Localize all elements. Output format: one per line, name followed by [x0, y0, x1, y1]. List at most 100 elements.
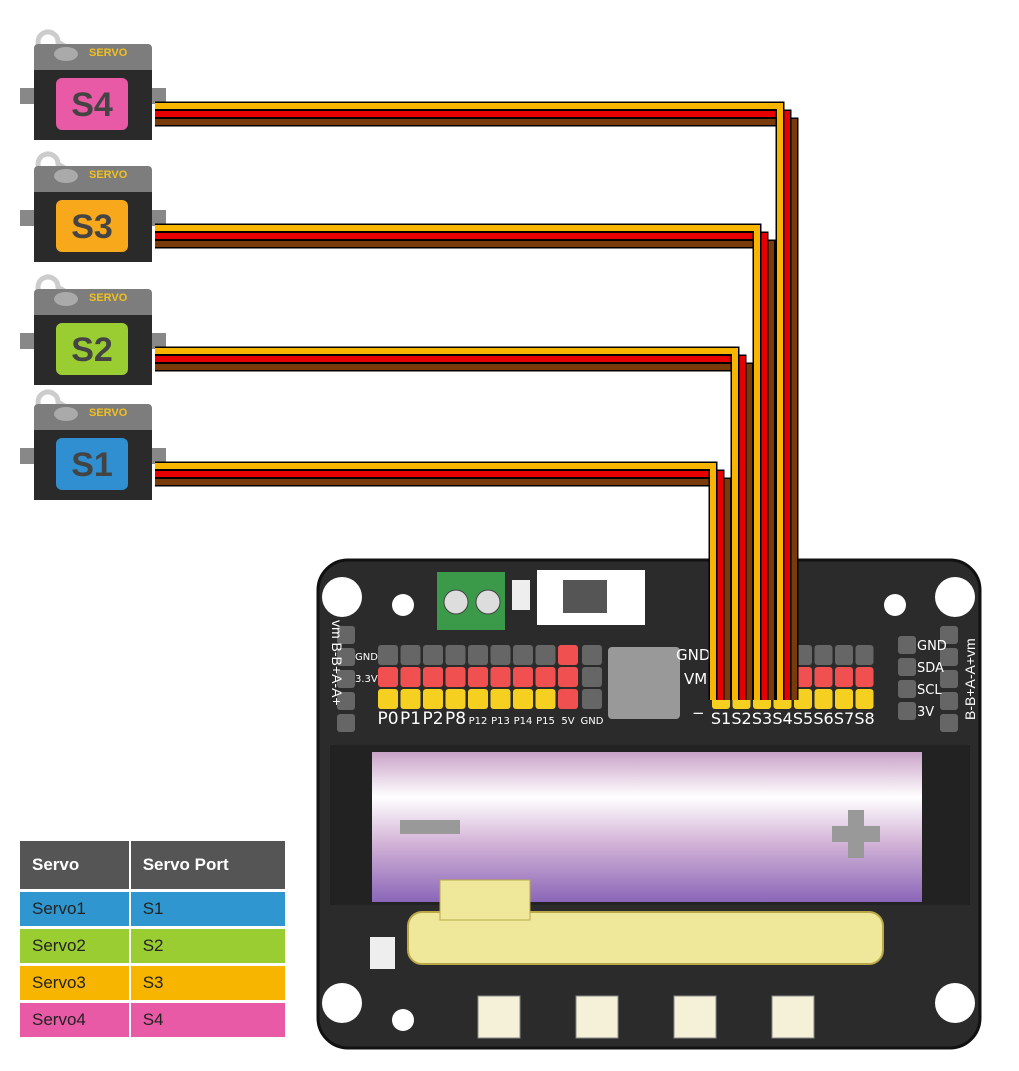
header-pin	[445, 645, 466, 665]
right-side-label: B-B+A-A+vm	[962, 638, 978, 720]
i2c-label: SCL	[917, 683, 942, 698]
servo-badge: SERVO	[89, 292, 128, 304]
row-label-3v3: 3.3V	[355, 674, 378, 685]
servo-port-label: S4	[772, 709, 792, 728]
header-pin	[423, 667, 443, 687]
header-pin	[400, 689, 421, 709]
wire-s1-ground	[155, 479, 730, 700]
servo-label: S1	[71, 446, 113, 484]
header-port: Servo Port	[128, 841, 285, 889]
pin-label: P15	[536, 716, 555, 727]
header-pin	[445, 689, 466, 709]
header-pin	[400, 645, 421, 665]
cell-servo: Servo3	[20, 966, 129, 1000]
servo-port-label: S8	[854, 709, 874, 728]
pin-label: P1	[400, 709, 421, 729]
header-pin	[513, 645, 533, 665]
gnd-label: GND	[676, 646, 710, 664]
left-side-label: vm B-B+A-A+	[329, 620, 345, 706]
servo-port-label: S6	[813, 709, 833, 728]
servo-s1: SERVO S1	[20, 389, 166, 500]
i2c-pin	[898, 658, 916, 676]
wire-s4-power	[155, 111, 790, 700]
servo-header-pin	[835, 689, 853, 709]
leds	[370, 937, 815, 1039]
servo-port-label: S1	[711, 709, 731, 728]
header-pin	[490, 645, 511, 665]
wire-s3-power	[155, 233, 767, 700]
header-pin	[423, 689, 443, 709]
servo-label: S2	[71, 331, 113, 369]
wire-s3-signal	[155, 225, 760, 700]
i2c-label: 3V	[917, 705, 934, 720]
header-pin	[400, 667, 421, 687]
power-switch[interactable]	[537, 570, 645, 625]
cell-port: S4	[128, 1003, 285, 1037]
servo-badge: SERVO	[89, 407, 128, 419]
header-pin	[378, 689, 398, 709]
wire-s3-ground	[155, 241, 774, 700]
wire-s2-power	[155, 356, 745, 700]
fuse	[512, 580, 530, 610]
servo-header-pin	[835, 667, 853, 687]
servo-header-pin	[855, 667, 874, 687]
wire-s4-signal	[155, 103, 783, 700]
header-pin	[490, 667, 511, 687]
cell-port: S1	[128, 892, 285, 926]
i2c-label: SDA	[917, 661, 944, 676]
pin-label: P0	[377, 709, 398, 729]
servo-badge: SERVO	[89, 47, 128, 59]
header-pin	[513, 689, 533, 709]
header-pin	[535, 667, 556, 687]
vm-label: VM	[684, 670, 707, 688]
plus-icon	[832, 810, 880, 858]
header-pin	[535, 645, 556, 665]
chip	[608, 647, 680, 719]
wire-s2-ground	[155, 364, 752, 700]
servo-port-label: S5	[793, 709, 813, 728]
wire-s1-power	[155, 471, 723, 700]
i2c-pin	[898, 636, 916, 654]
header-pin	[558, 645, 578, 665]
cell-port: S2	[128, 929, 285, 963]
header-pin	[535, 689, 556, 709]
header-pin	[378, 667, 398, 687]
battery	[330, 745, 970, 905]
servo-s2: SERVO S2	[20, 274, 166, 385]
header-pin	[468, 645, 488, 665]
servo-header-pin	[855, 645, 874, 665]
terminal-block	[437, 572, 505, 630]
cell-port: S3	[128, 966, 285, 1000]
header-servo: Servo	[20, 841, 129, 889]
header-pin	[558, 689, 578, 709]
pin-label: P12	[469, 716, 488, 727]
wire-s1-signal	[155, 463, 716, 700]
header-pin	[445, 667, 466, 687]
header-pin	[378, 645, 398, 665]
i2c-label: GND	[917, 639, 947, 654]
header-pin	[582, 689, 602, 709]
wire-s2-signal	[155, 348, 738, 700]
microbit-slot	[407, 879, 884, 965]
i2c-pin	[898, 680, 916, 698]
header-pin	[468, 689, 488, 709]
i2c-pin	[898, 702, 916, 720]
header-pin	[468, 667, 488, 687]
minus-label: −	[692, 704, 705, 722]
cell-servo: Servo2	[20, 929, 129, 963]
header-pin	[582, 645, 602, 665]
header-pin	[490, 689, 511, 709]
servo-header-pin	[835, 645, 853, 665]
row-label-gnd: GND	[355, 652, 378, 663]
pin-label: GND	[581, 716, 604, 727]
header-pin	[558, 667, 578, 687]
